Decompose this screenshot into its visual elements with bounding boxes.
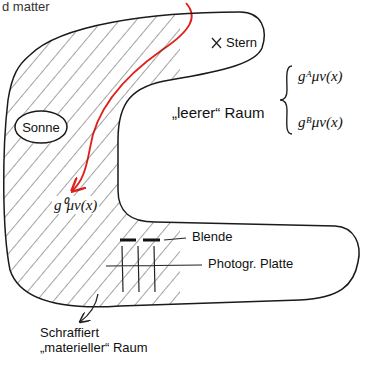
empty-space-label: „leerer“ Raum (172, 104, 265, 121)
star-cross (212, 38, 221, 48)
region-outline (0, 0, 370, 340)
metric-label: gᴮμν(x) (298, 114, 343, 131)
hatching-note: Schraffiert „materieller“ Raum (40, 326, 168, 356)
aperture-label: Blende (190, 229, 234, 245)
matter-region: Stern g⁰μν(x) BlendePhotogr. Platte Sonne (0, 0, 370, 340)
cut-off-note: d matter (2, 0, 50, 15)
sun-label: Sonne (22, 120, 60, 136)
sun-circle: Sonne (14, 110, 68, 144)
metric-label: gᴬμν(x) (298, 68, 343, 85)
hatching (0, 0, 180, 340)
star-label: Stern (224, 35, 259, 51)
region-border (4, 12, 359, 307)
metric-label: g⁰μν(x) (52, 196, 99, 214)
curly-brace (280, 66, 292, 134)
plate-label: Photogr. Platte (206, 256, 295, 272)
